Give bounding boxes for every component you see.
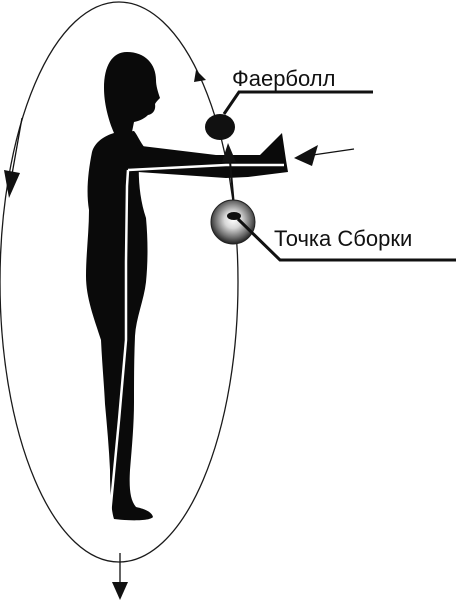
arm-line [127,163,284,172]
axis-up-arrow-icon [222,143,236,162]
incoming-arrow-icon [294,145,318,166]
flow-arrow-top-right-icon [194,70,206,82]
fireball-label: Фаерболл [232,66,335,91]
human-silhouette [86,52,289,521]
assembly-point-sphere [210,199,256,245]
fireball-leader-line [222,90,373,115]
fireball-ball [205,114,235,140]
spine-line [108,169,130,515]
assembly-point-label: Точка Сборки [274,226,412,251]
energy-cocoon-ellipse [0,1,239,563]
assembly-point-leader-line [236,217,456,262]
assembly-point-core [227,212,241,220]
flow-arrow-left-icon [4,170,20,198]
flow-arrow-left-stem [10,117,23,181]
flow-arrow-bottom-icon [112,582,128,600]
